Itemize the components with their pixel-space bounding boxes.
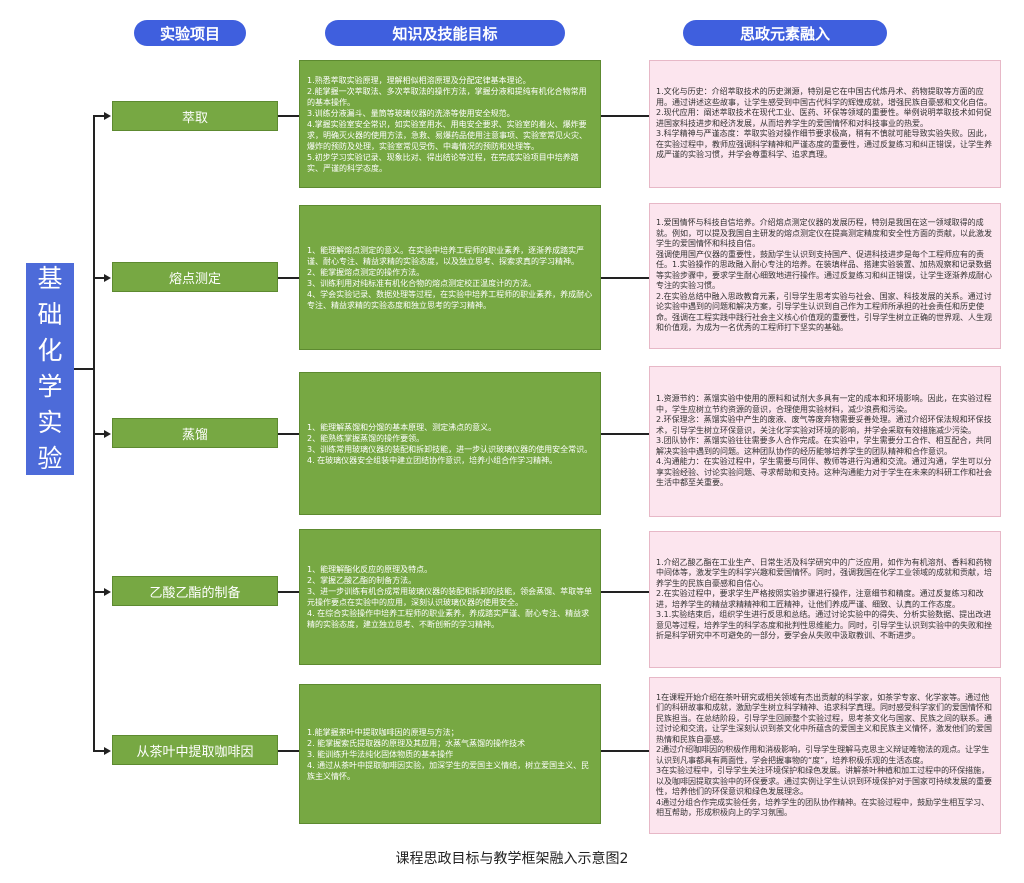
experiment-node-distillation: 蒸馏 — [112, 418, 278, 448]
row-connector-3 — [278, 433, 299, 435]
arrow-icon — [104, 747, 111, 755]
skills-text: 1、能理解蒸馏和分馏的基本原理、测定沸点的意义。 2、能熟练掌握蒸馏的操作要领。… — [307, 422, 593, 465]
ideology-text: 1.介绍乙酸乙酯在工业生产、日常生活及科学研究中的广泛应用，如作为有机溶剂、香料… — [656, 557, 992, 641]
vertical-trunk-line — [93, 115, 95, 750]
skills-box-melting-point: 1、能理解熔点测定的意义。在实验中培养工程师的职业素养，逐渐养成踏实严谨、耐心专… — [299, 205, 601, 350]
arrow-icon — [104, 274, 111, 282]
experiment-node-extraction: 萃取 — [112, 101, 278, 131]
arrow-icon — [104, 588, 111, 596]
row-connector-3b — [601, 433, 649, 435]
header-ideology-elements: 思政元素融入 — [683, 20, 887, 46]
experiment-node-melting-point: 熔点测定 — [112, 262, 278, 292]
branch-line-2 — [93, 277, 105, 279]
skills-text: 1、能理解熔点测定的意义。在实验中培养工程师的职业素养，逐渐养成踏实严谨、耐心专… — [307, 245, 593, 310]
branch-line-5 — [93, 750, 105, 752]
row-connector-1b — [601, 115, 649, 117]
ideology-box-ethyl-acetate: 1.介绍乙酸乙酯在工业生产、日常生活及科学研究中的广泛应用，如作为有机溶剂、香料… — [649, 531, 1001, 668]
skills-text: 1.能掌握茶叶中提取咖啡因的原理与方法； 2. 能掌握索氏提取器的原理及其应用；… — [307, 727, 590, 781]
skills-text: 1.熟悉萃取实验原理，理解相似相溶原理及分配定律基本理论。 2.能掌握一次萃取法… — [307, 75, 587, 173]
row-connector-2 — [278, 277, 299, 279]
figure-caption: 课程思政目标与教学框架融入示意图2 — [395, 851, 629, 867]
ideology-box-melting-point: 1.爱国情怀与科技自信培养。介绍熔点测定仪器的发展历程，特别是我国在这一领域取得… — [649, 203, 1001, 349]
skills-box-ethyl-acetate: 1、能理解酯化反应的原理及特点。 2、掌握乙酸乙酯的制备方法。 3、进一步训练有… — [299, 529, 601, 665]
branch-line-4 — [93, 591, 105, 593]
branch-line-3 — [93, 433, 105, 435]
row-connector-4b — [601, 591, 649, 593]
row-connector-1 — [278, 115, 299, 117]
skills-text: 1、能理解酯化反应的原理及特点。 2、掌握乙酸乙酯的制备方法。 3、进一步训练有… — [307, 565, 593, 629]
branch-line-1 — [93, 115, 105, 117]
ideology-box-extraction: 1.文化与历史：介绍萃取技术的历史渊源，特别是它在中国古代炼丹术、药物提取等方面… — [649, 60, 1001, 188]
ideology-text: 1.文化与历史：介绍萃取技术的历史渊源，特别是它在中国古代炼丹术、药物提取等方面… — [656, 87, 992, 160]
skills-box-distillation: 1、能理解蒸馏和分馏的基本原理、测定沸点的意义。 2、能熟练掌握蒸馏的操作要领。… — [299, 372, 601, 515]
ideology-box-distillation: 1.资源节约：蒸馏实验中使用的原料和试剂大多具有一定的成本和环境影响。因此，在实… — [649, 366, 1001, 517]
row-connector-4 — [278, 591, 299, 593]
experiment-node-caffeine-extraction: 从茶叶中提取咖啡因 — [112, 735, 278, 765]
row-connector-2b — [601, 277, 649, 279]
header-knowledge-skill-goals: 知识及技能目标 — [325, 20, 565, 46]
root-node-basic-chemistry-experiments: 基础化学实验 — [26, 263, 74, 475]
experiment-node-ethyl-acetate: 乙酸乙酯的制备 — [112, 576, 278, 606]
skills-box-extraction: 1.熟悉萃取实验原理，理解相似相溶原理及分配定律基本理论。 2.能掌握一次萃取法… — [299, 60, 601, 188]
root-connector — [74, 368, 94, 370]
ideology-text: 1.资源节约：蒸馏实验中使用的原料和试剂大多具有一定的成本和环境影响。因此，在实… — [656, 394, 992, 488]
ideology-text: 1.爱国情怀与科技自信培养。介绍熔点测定仪器的发展历程，特别是我国在这一领域取得… — [656, 218, 992, 333]
arrow-icon — [104, 112, 111, 120]
skills-box-caffeine-extraction: 1.能掌握茶叶中提取咖啡因的原理与方法； 2. 能掌握索氏提取器的原理及其应用；… — [299, 684, 601, 824]
arrow-icon — [104, 430, 111, 438]
ideology-text: 1在课程开始介绍在茶叶研究或相关领域有杰出贡献的科学家，如茶学专家、化学家等。通… — [656, 692, 992, 818]
row-connector-5b — [601, 750, 649, 752]
ideology-box-caffeine-extraction: 1在课程开始介绍在茶叶研究或相关领域有杰出贡献的科学家，如茶学专家、化学家等。通… — [649, 677, 1001, 834]
header-experiment-items: 实验项目 — [134, 20, 246, 46]
row-connector-5 — [278, 750, 299, 752]
